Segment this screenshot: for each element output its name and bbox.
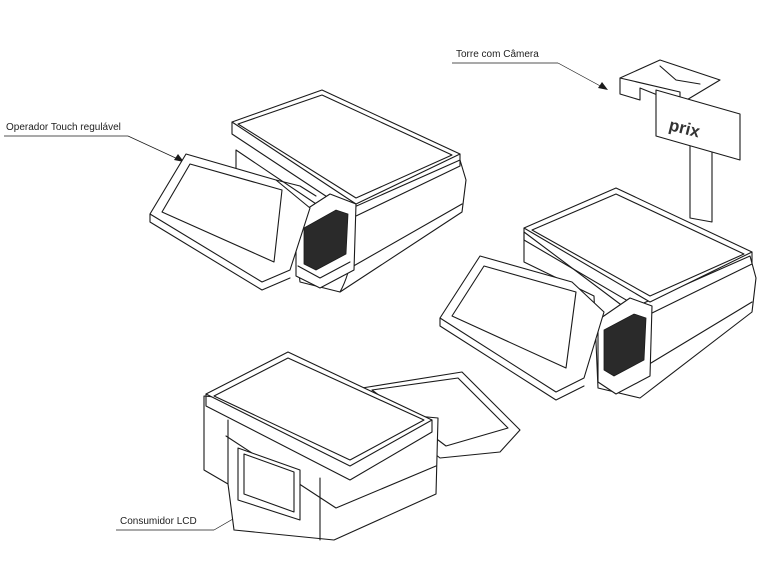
scale2-touch-screen	[451, 265, 577, 369]
scale3-platter-edge	[205, 393, 433, 481]
scale3-lcd-display	[237, 447, 301, 521]
camera-head-notch	[659, 65, 701, 85]
tower-sign	[655, 89, 741, 161]
arrowhead-camera-tower	[598, 82, 608, 90]
scale3-platter-top	[213, 357, 425, 461]
scale1-module-bottom	[297, 261, 351, 279]
scale1-touch-screen	[161, 163, 283, 263]
scale-operator-touch	[149, 89, 467, 293]
label-operator-touch: Operador Touch regulável	[4, 122, 184, 162]
label-operator-touch-text: Operador Touch regulável	[6, 122, 121, 133]
label-consumer-lcd-text: Consumidor LCD	[120, 516, 197, 527]
scale1-platter-top	[237, 94, 453, 199]
arrowhead-operator-touch	[174, 154, 184, 162]
scale2-platter-top	[531, 193, 745, 297]
scale3-lcd-screen	[243, 453, 295, 513]
scale1-touch-bevel	[149, 213, 291, 291]
leader-line-camera-tower	[557, 62, 605, 89]
scale1-speaker-grille	[303, 209, 349, 271]
scale-camera-tower: prix	[439, 59, 757, 401]
label-camera-tower-text: Torre com Câmera	[456, 49, 539, 60]
scale1-touch-panel	[149, 153, 311, 283]
scale1-panel-pivot	[275, 179, 317, 197]
scale2-speaker-grille	[603, 313, 647, 377]
label-camera-tower: Torre com Câmera	[452, 49, 608, 90]
scale3-body-split	[227, 419, 321, 541]
scale-consumer-lcd	[203, 351, 521, 541]
leader-line-operator-touch	[127, 135, 181, 161]
scale2-touch-bevel	[439, 317, 585, 401]
